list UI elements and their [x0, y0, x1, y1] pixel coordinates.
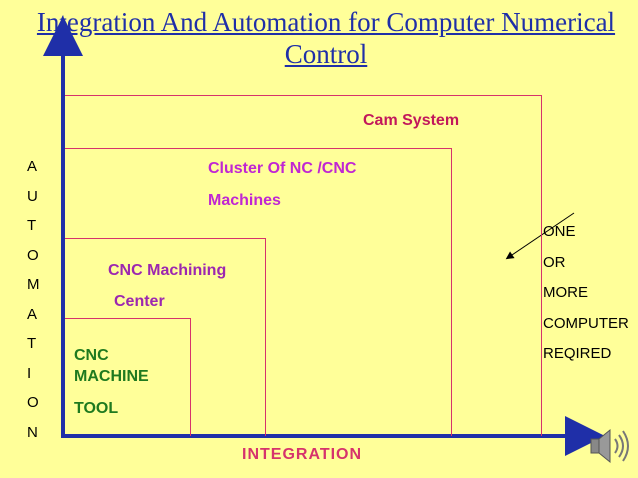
y-axis-letter: U — [27, 187, 38, 205]
y-axis-letter: A — [27, 158, 38, 175]
y-axis-letter: A — [27, 305, 38, 323]
y-axis-letter: O — [27, 394, 39, 411]
label-cam-system: Cam System — [363, 112, 460, 129]
y-axis-letter: O — [27, 246, 39, 264]
box-machining-center — [65, 238, 266, 436]
page-title: Integration And Automation for Computer … — [36, 7, 616, 69]
side-note-line: COMPUTER — [543, 314, 629, 332]
side-note-line: MORE — [543, 284, 588, 301]
x-axis-label: INTEGRATION — [242, 446, 363, 463]
side-note-line: ONE — [543, 223, 576, 240]
y-axis-letter: T — [27, 217, 37, 234]
label-cluster-line2: Machines — [208, 192, 281, 209]
side-note-line: REQIRED — [543, 345, 612, 362]
y-axis-letter: I — [27, 364, 32, 382]
label-tool-line1: CNC — [74, 347, 109, 364]
y-axis-label: A U T O M A T I O N — [27, 152, 41, 447]
label-center-line1: CNC Machining — [108, 262, 227, 279]
label-center-line2: Center — [114, 293, 165, 310]
label-tool-line3: TOOL — [74, 400, 119, 417]
speaker-icon[interactable] — [588, 424, 632, 468]
box-machine-tool — [65, 318, 191, 436]
y-axis-letter: T — [27, 335, 37, 352]
side-note-line: OR — [543, 253, 566, 271]
y-axis-letter: M — [27, 276, 40, 293]
label-cluster-line1: Cluster Of NC /CNC — [208, 160, 357, 177]
box-cluster — [65, 148, 452, 436]
side-note: ONE OR MORE COMPUTER REQIRED — [543, 217, 629, 370]
y-axis-letter: N — [27, 423, 38, 441]
label-tool-line2: MACHINE — [74, 368, 149, 385]
box-cam-system — [65, 95, 542, 436]
